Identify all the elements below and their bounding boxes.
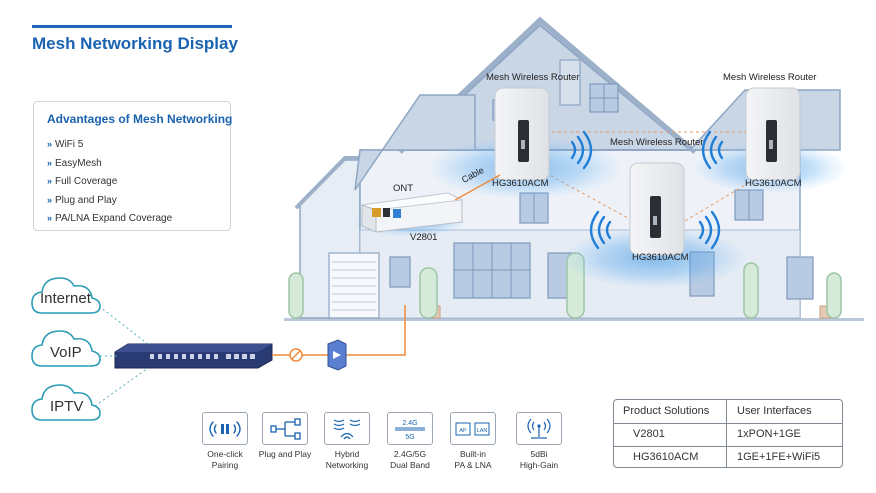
olt-device xyxy=(114,343,273,369)
feature-dual-band: 2.4G 5G xyxy=(387,412,433,445)
table-cell-product: HG3610ACM xyxy=(633,451,699,463)
feature-plug-and-play-label: Plug and Play xyxy=(258,449,312,459)
mesh-router-right xyxy=(745,87,801,181)
router-center-title: Mesh Wireless Router xyxy=(610,137,704,148)
chevron-right-icon: » xyxy=(47,139,53,149)
ont-device xyxy=(361,192,464,233)
feature-hybrid-networking xyxy=(324,412,370,445)
list-item: »WiFi 5 xyxy=(47,139,84,150)
splitter-icon xyxy=(327,339,347,371)
cloud-shapes xyxy=(31,277,101,421)
pairing-icon xyxy=(209,420,241,437)
ont-label: ONT xyxy=(393,183,414,194)
cable-line xyxy=(454,174,501,201)
feature-dual-band-label: 2.4G/5G Dual Band xyxy=(390,449,430,470)
chevron-right-icon: » xyxy=(47,176,53,187)
chip-lan-label: LAN xyxy=(477,428,488,434)
service-internet: Internet xyxy=(40,290,91,307)
mesh-router-center xyxy=(629,162,685,256)
hybrid-networking-icon xyxy=(333,418,361,439)
list-item: »EasyMesh xyxy=(47,157,102,169)
advantages-heading: Advantages of Mesh Networking xyxy=(47,112,233,126)
band-2g-label: 2.4G xyxy=(402,420,417,427)
pa-lna-icon: AP LAN xyxy=(455,422,490,435)
signal-coverage-center xyxy=(565,228,745,288)
antenna-icon xyxy=(527,418,551,439)
feature-high-gain xyxy=(516,412,562,445)
router-right-title: Mesh Wireless Router xyxy=(723,72,817,83)
feature-pairing-label: One-click Pairing xyxy=(207,449,243,470)
ont-model: V2801 xyxy=(410,232,438,243)
chevron-right-icon: » xyxy=(47,157,53,168)
table-row: V2801 1xPON+1GE xyxy=(614,423,842,446)
table-cell-product: V2801 xyxy=(633,428,665,440)
feature-pa-lna: AP LAN xyxy=(450,412,496,445)
chevron-right-icon: » xyxy=(47,194,53,205)
table-header-row: Product Solutions User Interfaces xyxy=(614,400,842,423)
list-item: »PA/LNA Expand Coverage xyxy=(47,213,173,225)
table-cell-interfaces: 1xPON+1GE xyxy=(737,428,801,440)
table-cell-interfaces: 1GE+1FE+WiFi5 xyxy=(737,451,821,463)
list-item: »Plug and Play xyxy=(47,194,117,206)
feature-high-gain-label: 5dBi High-Gain xyxy=(519,449,559,470)
chevron-right-icon: » xyxy=(47,213,53,224)
service-links xyxy=(94,302,149,407)
router-center-model: HG3610ACM xyxy=(632,252,689,263)
list-item: »Full Coverage xyxy=(47,176,118,188)
service-voip: VoIP xyxy=(50,344,82,361)
fiber-line-to-ont xyxy=(345,305,406,356)
advantages-panel: Advantages of Mesh Networking »WiFi 5 »E… xyxy=(33,101,233,231)
plug-and-play-icon xyxy=(270,417,301,440)
product-table: Product Solutions User Interfaces V2801 … xyxy=(613,399,843,468)
feature-pa-lna-label: Built-in PA & LNA xyxy=(454,449,492,470)
dual-band-icon: 2.4G 5G xyxy=(395,420,425,441)
service-iptv: IPTV xyxy=(50,398,84,415)
mesh-router-left xyxy=(494,87,550,181)
feature-pairing xyxy=(202,412,248,445)
table-row: HG3610ACM 1GE+1FE+WiFi5 xyxy=(614,446,842,467)
wifi-waves-icon xyxy=(570,130,724,250)
table-header-product: Product Solutions xyxy=(623,405,710,417)
title-accent-bar xyxy=(32,25,232,28)
router-left-model: HG3610ACM xyxy=(492,178,549,189)
feature-hybrid-networking-label: Hybrid Networking xyxy=(325,449,369,470)
band-5g-label: 5G xyxy=(405,434,414,441)
chip-ap-label: AP xyxy=(459,428,467,434)
advantages-list: »WiFi 5 »EasyMesh »Full Coverage »Plug a… xyxy=(47,135,172,228)
router-left-title: Mesh Wireless Router xyxy=(486,72,580,83)
table-header-interfaces: User Interfaces xyxy=(737,405,812,417)
page-title: Mesh Networking Display xyxy=(32,34,238,53)
router-right-model: HG3610ACM xyxy=(745,178,802,189)
feature-plug-and-play xyxy=(262,412,308,445)
